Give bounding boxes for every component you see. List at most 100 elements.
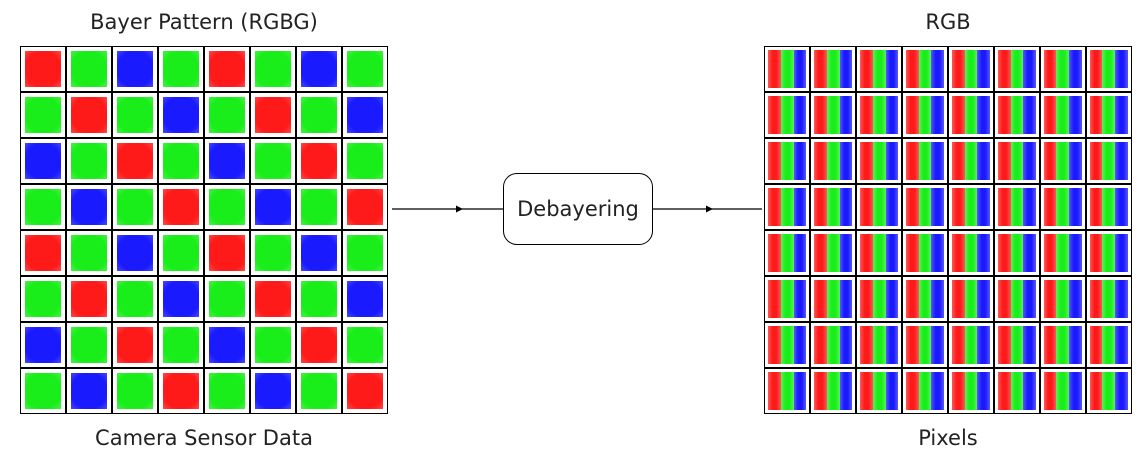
bayer-cell — [66, 47, 112, 92]
rgb-stripe-g — [1102, 141, 1116, 181]
rgb-stripe-r — [997, 279, 1011, 319]
rgb-stripe-b — [793, 141, 807, 181]
bayer-swatch-b — [346, 96, 383, 134]
rgb-pixel-stripes — [768, 50, 807, 89]
bayer-swatch-b — [162, 280, 200, 318]
rgb-pixel-stripes — [768, 141, 807, 181]
rgb-stripe-r — [813, 325, 827, 365]
rgb-pixel — [810, 368, 856, 413]
rgb-stripe-g — [1056, 141, 1070, 181]
rgb-stripe-g — [1010, 141, 1024, 181]
rgb-stripe-r — [997, 141, 1011, 181]
bayer-swatch-g — [70, 51, 108, 88]
rgb-stripe-g — [1010, 279, 1024, 319]
rgb-pixel — [765, 138, 810, 184]
rgb-pixel-stripes — [951, 50, 991, 89]
rgb-stripe-g — [872, 95, 886, 135]
rgb-pixel-stripes — [1043, 50, 1083, 89]
rgb-stripe-g — [918, 141, 932, 181]
bayer-swatch-g — [70, 234, 108, 272]
rgb-stripe-b — [1023, 371, 1037, 410]
bayer-swatch-g — [300, 280, 338, 318]
bayer-pattern-grid — [20, 46, 388, 414]
bayer-swatch-g — [116, 188, 154, 226]
rgb-stripe-r — [859, 50, 873, 89]
rgb-stripe-b — [931, 325, 945, 365]
bayer-cell — [66, 322, 112, 368]
rgb-stripe-g — [872, 187, 886, 227]
bayer-swatch-r — [254, 96, 292, 134]
rgb-stripe-r — [859, 95, 873, 135]
rgb-pixel — [902, 47, 948, 92]
rgb-stripe-b — [793, 371, 807, 410]
bayer-cell — [342, 368, 387, 413]
rgb-pixel — [810, 184, 856, 230]
rgb-stripe-b — [1023, 233, 1037, 273]
rgb-stripe-r — [951, 141, 965, 181]
rgb-stripe-b — [977, 325, 991, 365]
rgb-stripe-r — [1043, 371, 1057, 410]
bayer-swatch-r — [208, 51, 246, 88]
rgb-stripe-g — [964, 279, 978, 319]
rgb-stripe-r — [997, 50, 1011, 89]
rgb-pixel — [902, 184, 948, 230]
rgb-pixel-stripes — [859, 371, 899, 410]
bayer-cell — [21, 47, 66, 92]
bayer-cell — [342, 276, 387, 322]
rgb-stripe-b — [1069, 50, 1083, 89]
rgb-stripe-b — [977, 141, 991, 181]
bayer-swatch-r — [116, 326, 154, 364]
bayer-swatch-b — [70, 372, 108, 409]
rgb-stripe-g — [872, 50, 886, 89]
rgb-stripe-b — [977, 95, 991, 135]
rgb-stripe-g — [1102, 187, 1116, 227]
rgb-pixel-stripes — [859, 279, 899, 319]
rgb-stripe-r — [905, 50, 919, 89]
rgb-pixel — [994, 138, 1040, 184]
rgb-pixel-stripes — [951, 141, 991, 181]
rgb-pixel-stripes — [813, 50, 853, 89]
rgb-pixel — [856, 368, 902, 413]
rgb-stripe-b — [977, 50, 991, 89]
rgb-stripe-b — [839, 371, 853, 410]
rgb-stripe-r — [1043, 50, 1057, 89]
rgb-pixel-stripes — [813, 279, 853, 319]
rgb-stripe-b — [977, 187, 991, 227]
bayer-cell — [158, 230, 204, 276]
bayer-cell — [250, 47, 296, 92]
bayer-swatch-g — [208, 280, 246, 318]
rgb-stripe-g — [964, 233, 978, 273]
bayer-cell — [66, 138, 112, 184]
rgb-pixel-stripes — [1089, 141, 1128, 181]
rgb-pixel — [856, 230, 902, 276]
bayer-swatch-r — [70, 280, 108, 318]
rgb-stripe-b — [931, 279, 945, 319]
rgb-stripe-r — [1089, 325, 1103, 365]
bayer-cell — [250, 368, 296, 413]
rgb-stripe-r — [997, 233, 1011, 273]
rgb-stripe-r — [859, 233, 873, 273]
rgb-stripe-g — [918, 187, 932, 227]
rgb-stripe-g — [1102, 233, 1116, 273]
rgb-stripe-b — [839, 233, 853, 273]
rgb-stripe-b — [885, 325, 899, 365]
rgb-stripe-r — [905, 233, 919, 273]
bayer-swatch-r — [208, 234, 246, 272]
rgb-stripe-r — [813, 371, 827, 410]
rgb-stripe-g — [918, 50, 932, 89]
bayer-cell — [66, 368, 112, 413]
bayer-swatch-g — [254, 142, 292, 180]
rgb-stripe-b — [931, 371, 945, 410]
rgb-pixel-stripes — [951, 325, 991, 365]
bayer-swatch-r — [25, 51, 62, 88]
rgb-pixel — [902, 322, 948, 368]
rgb-pixel-stripes — [768, 371, 807, 410]
rgb-pixel — [810, 230, 856, 276]
rgb-stripe-r — [768, 187, 781, 227]
rgb-pixel — [1040, 322, 1086, 368]
rgb-title: RGB — [925, 10, 971, 34]
rgb-stripe-g — [918, 95, 932, 135]
bayer-cell — [204, 184, 250, 230]
rgb-stripe-r — [1043, 233, 1057, 273]
rgb-stripe-g — [872, 325, 886, 365]
